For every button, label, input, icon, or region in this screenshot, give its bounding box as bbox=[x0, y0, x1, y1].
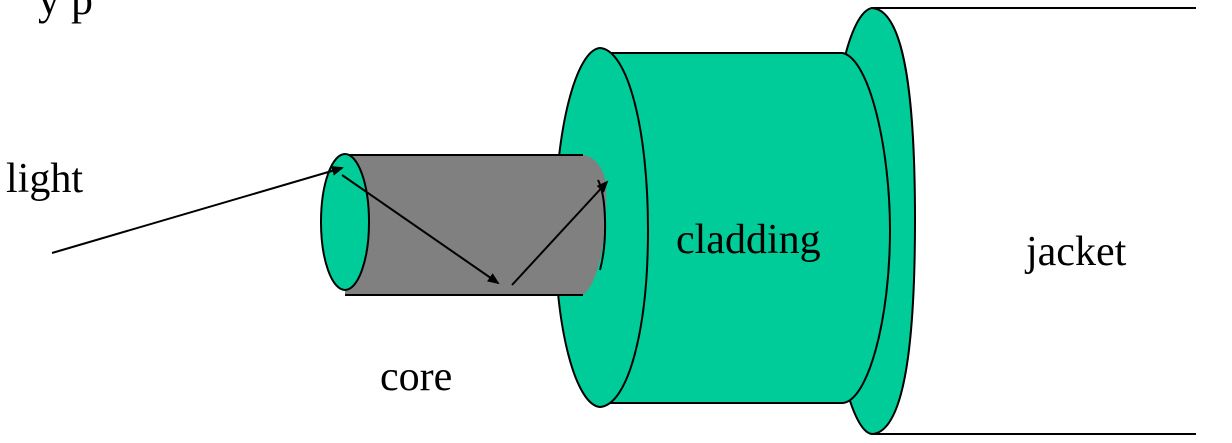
cropped-heading-text: y p bbox=[38, 0, 93, 24]
label-core: core bbox=[380, 354, 452, 400]
label-light: light bbox=[6, 156, 83, 202]
reflected-ray-arrow-1 bbox=[341, 174, 500, 285]
core bbox=[320, 153, 607, 296]
incoming-light-arrow bbox=[51, 166, 344, 254]
label-cladding: cladding bbox=[676, 217, 821, 263]
reflected-ray-arrow-2 bbox=[511, 180, 609, 286]
light-ray bbox=[51, 166, 609, 286]
core-front-face bbox=[320, 153, 370, 291]
jacket bbox=[873, 7, 1196, 435]
label-jacket: jacket bbox=[1024, 229, 1127, 275]
cladding-back-curve bbox=[842, 52, 892, 404]
cladding-body bbox=[602, 53, 890, 403]
core-body bbox=[345, 155, 607, 295]
cladding bbox=[553, 46, 892, 409]
